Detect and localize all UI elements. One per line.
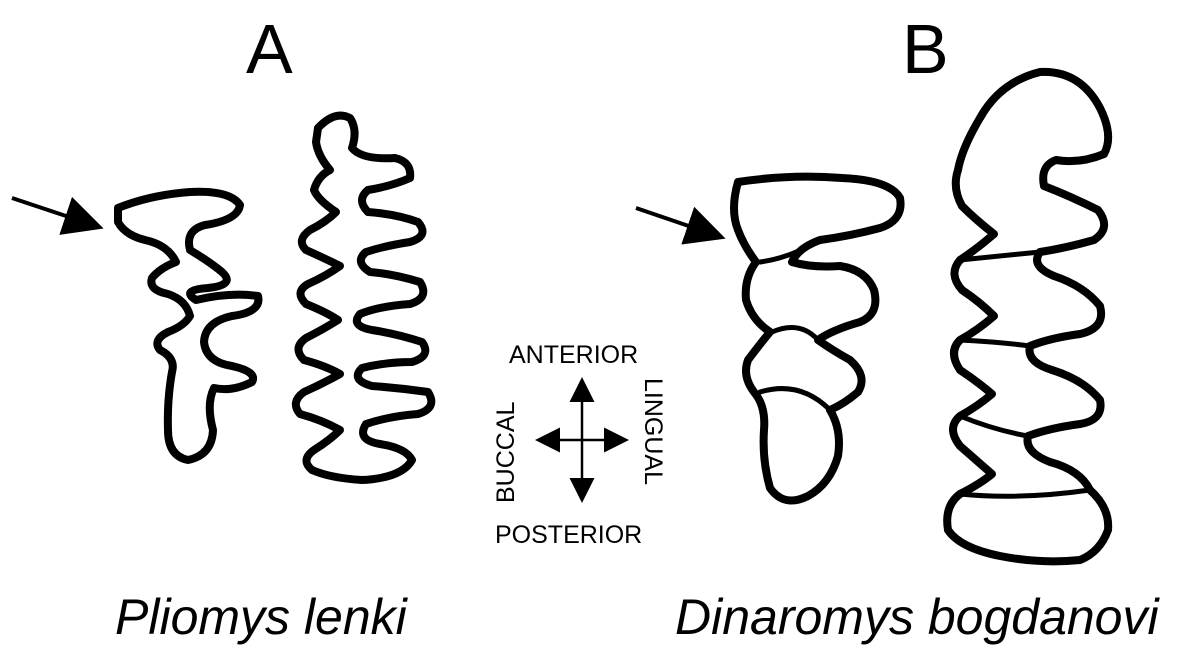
label-buccal: BUCCAL bbox=[494, 402, 519, 503]
tooth-b-left bbox=[734, 177, 901, 501]
orientation-compass bbox=[540, 382, 624, 498]
arrow-a-icon bbox=[12, 198, 96, 226]
tooth-a-left bbox=[118, 192, 258, 460]
label-lingual: LINGUAL bbox=[640, 378, 665, 485]
arrow-b-icon bbox=[636, 208, 718, 236]
panel-label-b: B bbox=[902, 14, 949, 84]
tooth-a-right bbox=[296, 116, 432, 480]
label-anterior: ANTERIOR bbox=[509, 343, 638, 368]
tooth-b-right bbox=[947, 72, 1108, 561]
label-posterior: POSTERIOR bbox=[495, 523, 642, 548]
panel-label-a: A bbox=[246, 14, 293, 84]
species-name-a: Pliomys lenki bbox=[115, 592, 407, 642]
species-name-b: Dinaromys bogdanovi bbox=[675, 592, 1159, 642]
